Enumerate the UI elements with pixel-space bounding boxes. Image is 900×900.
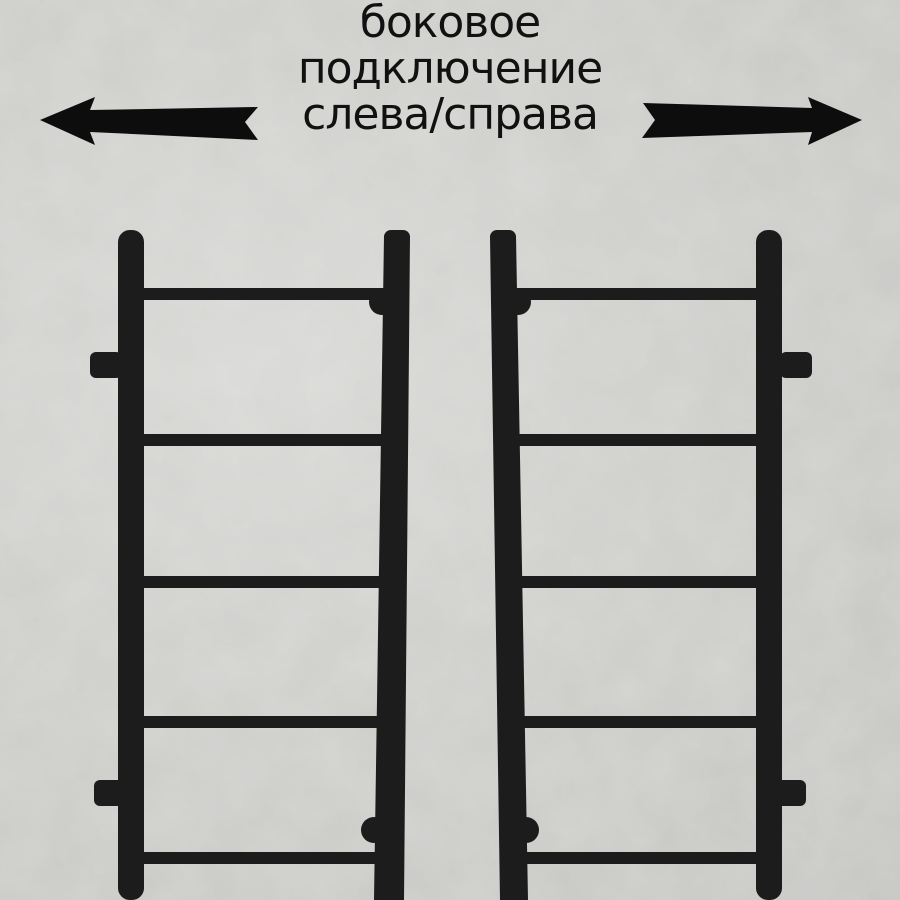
ladder-right <box>490 230 812 900</box>
caption-line-2: подключение <box>297 43 603 94</box>
ladder-left <box>90 230 410 900</box>
caption-line-3: слева/справа <box>302 89 599 140</box>
arrow-left-icon <box>40 97 258 145</box>
arrow-right-icon <box>642 97 862 145</box>
caption-line-1: боковое <box>359 0 541 48</box>
